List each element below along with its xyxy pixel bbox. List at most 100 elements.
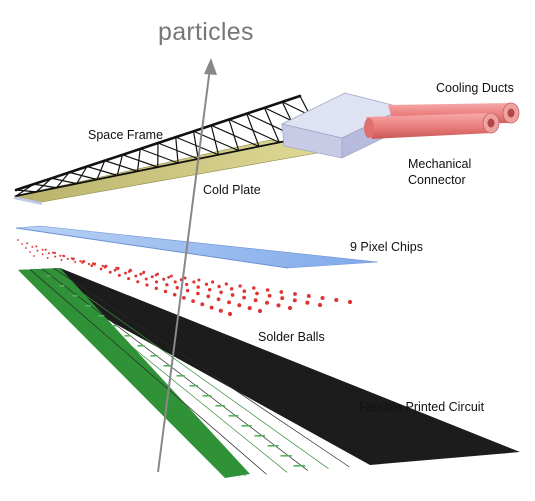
solder-ball xyxy=(211,280,214,283)
solder-ball xyxy=(79,260,81,262)
circuit-pad xyxy=(112,325,118,327)
space-frame-label: Space Frame xyxy=(88,128,163,142)
solder-ball xyxy=(145,277,148,280)
solder-ball xyxy=(206,295,210,299)
circuit-pad xyxy=(164,365,172,367)
solder-ball xyxy=(243,289,247,293)
solder-ball xyxy=(74,261,76,263)
solder-ball xyxy=(185,283,188,286)
circuit-pad xyxy=(203,395,212,397)
solder-ball xyxy=(118,274,121,277)
solder-ball xyxy=(90,264,93,267)
solder-ball xyxy=(208,288,211,291)
solder-ball xyxy=(67,258,69,260)
cold-plate-surface xyxy=(14,140,345,202)
cooling-ducts-label: Cooling Ducts xyxy=(436,81,514,95)
solder-ball xyxy=(293,298,297,302)
space-frame-strut xyxy=(16,190,36,192)
solder-ball xyxy=(186,289,189,292)
solder-ball xyxy=(82,260,84,262)
space-frame-strut xyxy=(211,125,218,154)
solder-ball xyxy=(305,301,309,305)
solder-ball xyxy=(254,298,258,302)
solder-ball xyxy=(268,294,272,298)
solder-ball xyxy=(129,269,132,272)
solder-ball xyxy=(59,255,61,257)
solder-ball xyxy=(276,303,280,307)
solder-ball xyxy=(61,259,63,261)
solder-ball xyxy=(318,303,322,307)
solder-ball xyxy=(225,282,228,285)
solder-ball xyxy=(197,285,200,288)
solder-ball xyxy=(258,309,262,313)
solder-ball xyxy=(219,309,223,313)
solder-ball xyxy=(307,294,311,298)
solder-ball xyxy=(227,300,231,304)
circuit-pad xyxy=(125,335,132,337)
solder-ball xyxy=(162,278,165,281)
solder-ball xyxy=(92,262,94,264)
solder-ball xyxy=(109,271,112,274)
solder-ball xyxy=(102,265,104,267)
solder-ball xyxy=(248,306,252,310)
solder-ball xyxy=(170,275,173,278)
solder-ball xyxy=(21,243,23,245)
space-frame-strut xyxy=(140,149,178,163)
solder-ball xyxy=(164,290,167,293)
solder-ball xyxy=(266,288,270,292)
solder-ball xyxy=(255,292,259,296)
solder-ball xyxy=(280,296,284,300)
circuit-pad xyxy=(151,355,158,357)
solder-ball xyxy=(31,246,33,248)
solder-ball xyxy=(217,297,221,301)
solder-ball xyxy=(293,292,297,296)
solder-ball xyxy=(288,306,292,310)
solder-ball xyxy=(173,293,177,297)
space-frame-strut xyxy=(158,143,198,159)
circuit-pad xyxy=(138,345,145,347)
solder-ball xyxy=(242,296,246,300)
pixel-chips-layer xyxy=(16,226,378,268)
solder-ball xyxy=(54,256,56,258)
circuit-pad xyxy=(294,465,306,467)
solder-ball xyxy=(71,257,73,259)
solder-ball xyxy=(230,287,233,290)
solder-ball xyxy=(205,283,208,286)
pixel-chips-label: 9 Pixel Chips xyxy=(350,240,423,254)
solder-ball xyxy=(217,285,220,288)
solder-ball xyxy=(127,277,130,280)
solder-ball xyxy=(100,268,103,271)
circuit-pad xyxy=(60,285,65,287)
solder-ball xyxy=(192,280,195,283)
solder-ball xyxy=(42,249,44,251)
space-frame-strut xyxy=(123,155,158,167)
solder-ball xyxy=(62,255,64,257)
solder-ball xyxy=(252,286,255,289)
flexible-printed-circuit xyxy=(18,268,520,478)
solder-ball xyxy=(176,286,179,289)
space-frame-strut xyxy=(229,120,239,151)
solder-ball xyxy=(124,272,127,275)
solder-ball xyxy=(25,247,27,249)
particles-label: particles xyxy=(158,18,254,47)
solder-ball xyxy=(200,302,204,306)
solder-ball xyxy=(228,312,232,316)
solder-ball xyxy=(17,239,19,241)
solder-ball xyxy=(265,301,269,305)
solder-ball xyxy=(104,265,106,267)
mechanical-connector-label: Mechanical Connector xyxy=(408,156,471,188)
solder-ball xyxy=(165,283,168,286)
pixel-chips xyxy=(16,226,378,268)
circuit-pad xyxy=(86,305,91,307)
solder-ball xyxy=(54,252,56,254)
solder-ball xyxy=(155,287,158,290)
solder-ball xyxy=(348,300,352,304)
solder-ball xyxy=(145,283,148,286)
solder-ball xyxy=(139,273,142,276)
solder-ball xyxy=(143,271,146,274)
solder-ball xyxy=(156,273,159,276)
circuit-pad xyxy=(73,295,78,297)
solder-ball xyxy=(52,252,54,254)
cold-plate xyxy=(14,140,345,205)
